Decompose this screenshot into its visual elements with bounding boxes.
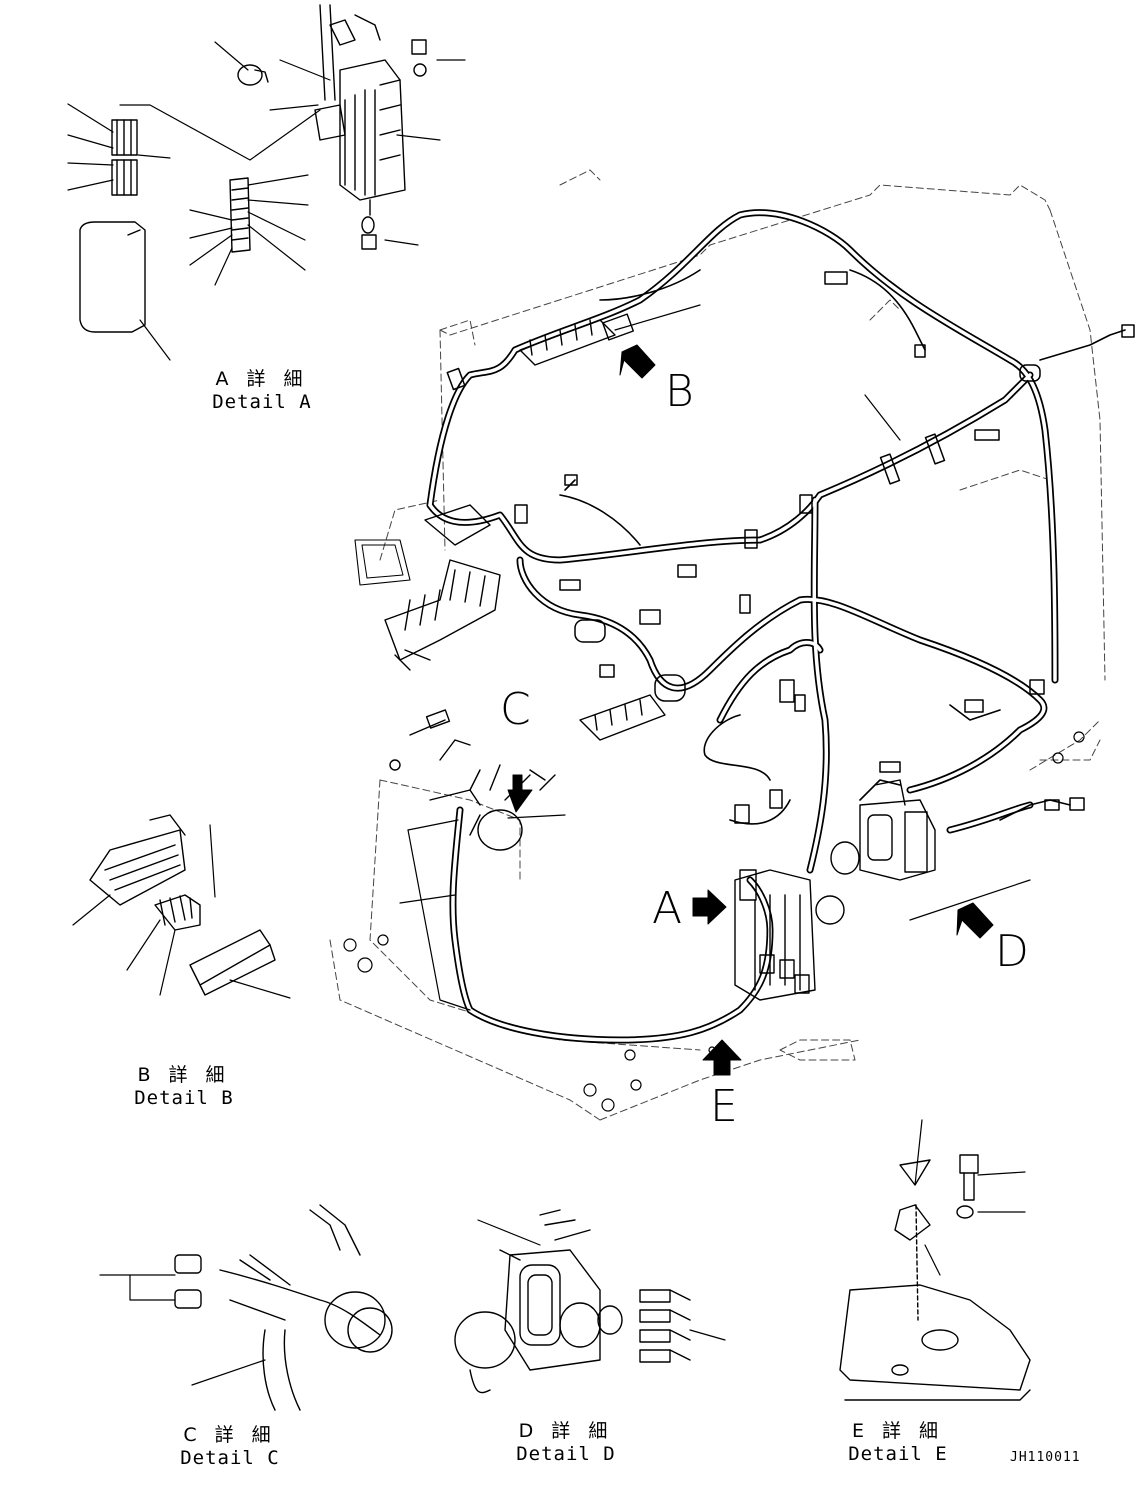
detail-c-parts (174, 1204, 393, 1411)
detail-a-title-en: Detail A (212, 391, 312, 413)
detail-a-caption: A 詳 細 Detail A (206, 370, 318, 412)
fuse-box-area (734, 869, 816, 1001)
leader-lines (67, 41, 1031, 1386)
detail-b-caption: B 詳 細 Detail B (128, 1066, 240, 1108)
detail-a-connectors (79, 119, 251, 333)
central-bracket (579, 694, 666, 741)
detail-c-title-en: Detail C (180, 1447, 280, 1469)
arrow-b (619, 344, 656, 379)
detail-b-title-en: Detail B (134, 1087, 234, 1109)
detail-e-title-jp: E 詳 細 (851, 1420, 945, 1442)
left-connector-bracket (384, 504, 501, 671)
callout-label-e: E (710, 1081, 738, 1132)
drawing-code: JH110011 (1010, 1450, 1081, 1465)
detail-a-fuse-block (237, 4, 427, 250)
detail-b-title-jp: B 詳 細 (137, 1064, 231, 1086)
arrow-c (507, 774, 533, 813)
detail-b-parts (89, 814, 276, 996)
main-harness-inner (428, 210, 1057, 1042)
detail-e-title-en: Detail E (848, 1443, 948, 1465)
branch-wires (559, 269, 1126, 825)
callout-label-c: C (500, 684, 531, 735)
roof-connector-cluster (519, 313, 634, 366)
callout-label-b: B (665, 366, 694, 417)
harness-clips (446, 271, 1135, 824)
arrow-e (702, 1039, 742, 1076)
detail-d-title-en: Detail D (516, 1443, 616, 1465)
arrow-d (956, 902, 994, 939)
detail-c-caption: C 詳 細 Detail C (174, 1426, 286, 1468)
detail-d-parts (454, 1209, 691, 1394)
callout-arrows (507, 344, 994, 1076)
callout-label-a: A (652, 883, 683, 934)
arrow-a (692, 889, 727, 925)
base-plate-holes (343, 539, 1085, 1112)
cab-frame-phantom (329, 169, 1106, 1121)
detail-c-title-jp: C 詳 細 (183, 1424, 277, 1446)
detail-a-title-jp: A 詳 細 (215, 368, 309, 390)
relay-area (389, 709, 556, 851)
callout-label-d: D (995, 926, 1029, 977)
detail-d-caption: D 詳 細 Detail D (510, 1422, 622, 1464)
detail-d-title-jp: D 詳 細 (518, 1420, 614, 1442)
detail-e-parts (839, 1154, 1031, 1401)
detail-e-caption: E 詳 細 Detail E (842, 1422, 954, 1464)
controller-area (815, 779, 936, 925)
